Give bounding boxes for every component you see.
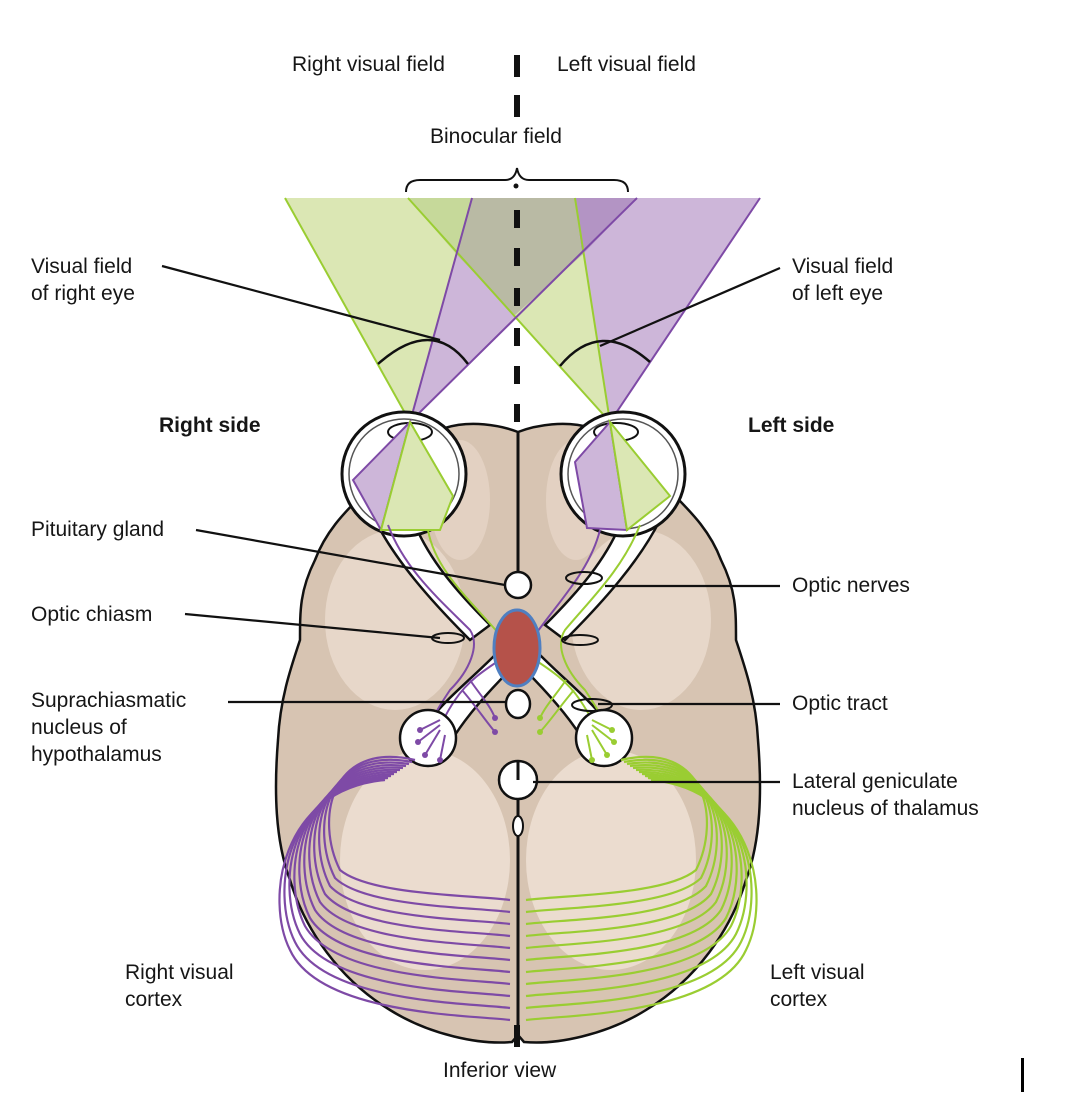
left-lgn [574,708,634,768]
scn-shape [504,688,532,720]
left-eye-purple-field [575,198,760,422]
optic-radiation-fiber-right [323,758,511,914]
left-visual-cortex-label-line2: cortex [770,988,828,1011]
suprachiasmatic-label-line1: Suprachiasmatic [31,689,187,712]
optic-chiasm-highlight [492,608,542,688]
pituitary-gland-label: Pituitary gland [31,518,165,541]
right-visual-cortex-label-line1: Right visual [125,961,234,984]
optic-radiation-fiber-left [525,758,713,914]
brain [274,422,762,1044]
optic-nerves-label: Optic nerves [792,574,910,597]
left-eye-angle-arc [559,339,651,367]
right-visual-cortex-label-line2: cortex [125,988,183,1011]
lgn-label-line2: nucleus of thalamus [792,797,979,820]
left-visual-field-label: Left visual field [557,53,696,76]
binocular-field-label: Binocular field [430,125,562,148]
suprachiasmatic-label-line3: hypothalamus [31,743,162,766]
visual-field-left-eye-label-line2: of left eye [792,282,884,305]
optic-radiation-fiber-left [525,778,758,1022]
text-cursor [1021,1058,1024,1092]
optic-radiation-fiber-left [525,755,708,902]
leader-lines [161,264,781,784]
pituitary-gland-shape [503,570,533,600]
visual-field-right-eye-label-line1: Visual field [31,255,133,278]
right-visual-field-label: Right visual field [292,53,445,76]
lgn-label-line1: Lateral geniculate [792,770,958,793]
suprachiasmatic-label-line2: nucleus of [31,716,127,739]
right-side-label: Right side [159,414,261,437]
green-overlap-field [408,198,472,255]
visual-fields [284,197,761,423]
right-lgn [398,708,458,768]
inferior-view-label: Inferior view [443,1059,557,1082]
optic-radiation-fiber-left [525,761,718,926]
binocular-brace [405,167,629,193]
left-side-label: Left side [748,414,835,437]
optic-radiation-fiber-right [318,761,511,926]
optic-chiasm-label: Optic chiasm [31,603,153,626]
visual-field-left-eye-label-line1: Visual field [792,255,894,278]
optic-radiation-fiber-right [328,755,511,902]
midline-dashes [514,55,520,1047]
optic-radiations [278,755,758,1022]
visual-field-right-eye-label-line2: of right eye [31,282,135,305]
right-eye-angle-arc [377,338,469,365]
left-visual-cortex-label-line1: Left visual [770,961,865,984]
right-eye [340,410,492,642]
left-eye [543,410,687,642]
optic-radiation-fiber-right [278,778,511,1022]
optic-tract-label: Optic tract [792,692,888,715]
